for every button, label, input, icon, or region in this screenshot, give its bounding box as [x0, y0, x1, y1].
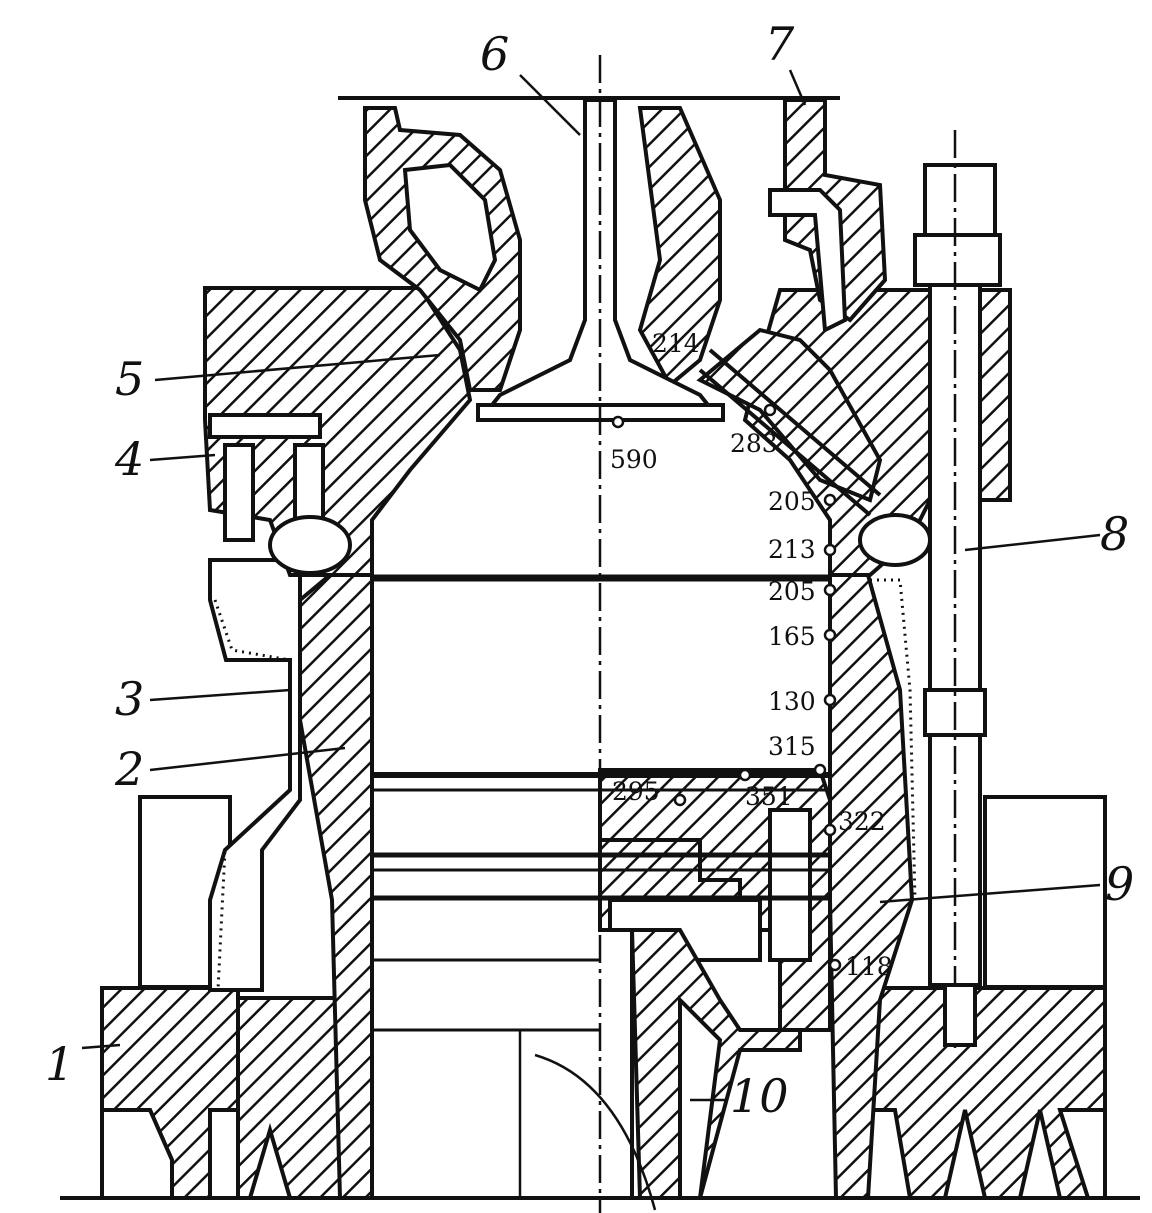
callout-6: 6: [480, 27, 509, 81]
temp-label-214: 214: [652, 329, 700, 358]
temp-label-213: 213: [768, 535, 816, 564]
temp-label-205-upper: 205: [768, 487, 816, 516]
temp-label-118: 118: [845, 952, 893, 981]
crankcase-frame: [100, 795, 1107, 1200]
callout-1: 1: [45, 1037, 74, 1091]
temp-label-130: 130: [768, 687, 816, 716]
water-jacket: [208, 558, 917, 992]
measuring-points: [611, 403, 842, 972]
injector: [696, 98, 888, 517]
leader-lines: [81, 69, 1101, 1102]
callout-4: 4: [114, 432, 144, 486]
valve-cage: [363, 106, 722, 392]
callout-2: 2: [114, 742, 144, 796]
temp-label-295: 295: [612, 777, 660, 806]
temp-label-165: 165: [768, 622, 816, 651]
temp-label-283: 283: [730, 429, 778, 458]
callout-10: 10: [730, 1069, 789, 1123]
callout-8: 8: [1100, 507, 1129, 561]
callout-5: 5: [115, 352, 144, 406]
temp-label-590: 590: [610, 445, 658, 474]
temp-label-315: 315: [768, 732, 816, 761]
temp-label-322: 322: [838, 807, 886, 836]
exhaust-valve: [475, 55, 725, 1213]
temp-label-351: 351: [745, 782, 793, 811]
callout-9: 9: [1105, 857, 1134, 911]
callout-3: 3: [115, 672, 144, 726]
callout-7: 7: [765, 17, 795, 71]
stud-bolt: [913, 130, 1002, 1050]
temp-label-205-lower: 205: [768, 577, 816, 606]
piston: [372, 768, 832, 1032]
cylinder-liner: [298, 573, 915, 1200]
